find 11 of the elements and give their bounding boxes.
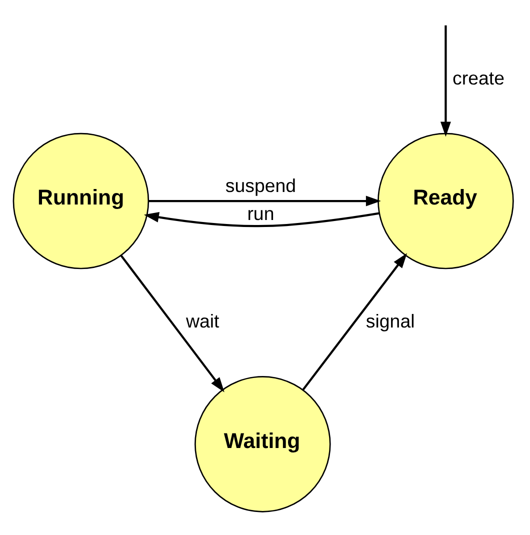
arrow xyxy=(440,24,451,136)
edge-label: run xyxy=(247,202,274,224)
arrow xyxy=(148,195,381,206)
edge-label: wait xyxy=(186,310,220,332)
arrow xyxy=(120,254,224,392)
arrow xyxy=(144,211,380,227)
edge-label: suspend xyxy=(225,174,296,196)
edge-label: signal xyxy=(366,310,415,332)
edge-label: create xyxy=(452,66,504,88)
arrow xyxy=(302,252,408,390)
node-circle: Running xyxy=(12,132,150,269)
